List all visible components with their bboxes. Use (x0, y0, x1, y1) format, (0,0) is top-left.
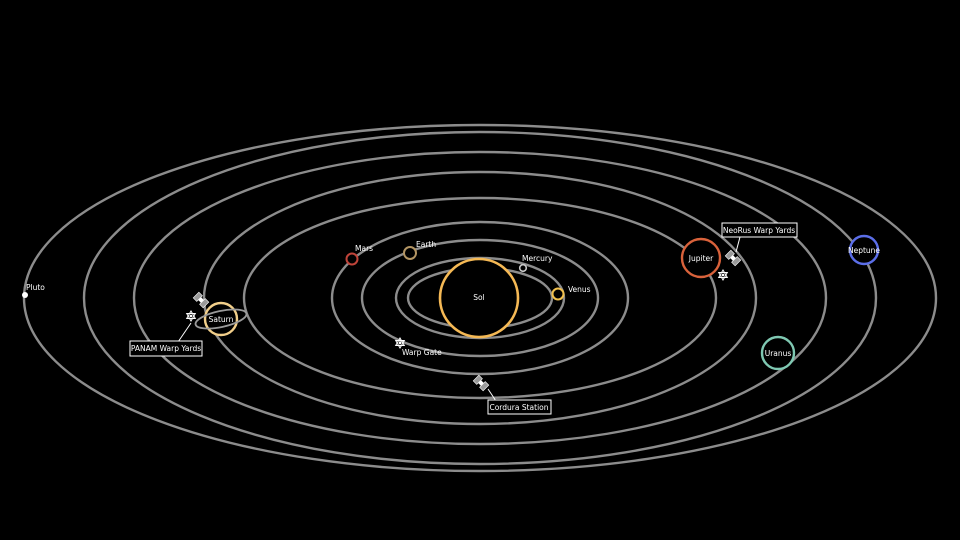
neorus-callout-box (721, 222, 798, 238)
sol-label: Sol (473, 293, 484, 302)
panam-warp-yards[interactable]: PANAM Warp Yards (129, 291, 210, 357)
orbit-mars (330, 220, 630, 376)
neptune-label: Neptune (848, 246, 880, 255)
cordura-callout-box (487, 399, 552, 415)
jupiter-disc (680, 237, 722, 279)
warp-gate-icon (186, 310, 196, 322)
mars[interactable]: Mars (345, 244, 374, 266)
warp-gate-station[interactable]: Warp Gate (395, 337, 442, 357)
panam-leader-line (177, 322, 192, 343)
cordura-label: Cordura Station (489, 403, 548, 412)
saturn-disc (203, 301, 239, 337)
venus-label: Venus (568, 285, 591, 294)
venus[interactable]: Venus (551, 285, 591, 301)
neptune[interactable]: Neptune (848, 234, 880, 266)
uranus-disc (760, 335, 796, 371)
mercury-disc (518, 263, 528, 273)
saturn[interactable]: Saturn (194, 301, 248, 337)
jupiter[interactable]: Jupiter (680, 237, 722, 279)
cordura-leader-line (487, 388, 497, 402)
venus-disc (551, 287, 565, 301)
orbit-asteroid-belt (242, 196, 718, 400)
orbits (22, 123, 938, 473)
orbit-saturn (132, 150, 828, 446)
mercury[interactable]: Mercury (518, 254, 553, 273)
panam-label: PANAM Warp Yards (131, 344, 201, 353)
warp-gate-icon (718, 269, 728, 281)
uranus[interactable]: Uranus (760, 335, 796, 371)
earth[interactable]: Earth (403, 240, 436, 260)
orbit-neptune (22, 123, 938, 473)
mars-label: Mars (355, 244, 373, 253)
sol[interactable]: Sol (438, 257, 520, 339)
sol-disc (438, 257, 520, 339)
mars-disc (345, 252, 359, 266)
satellite-icon (192, 291, 210, 309)
orbit-earth (360, 238, 600, 358)
neorus-warp-yards[interactable]: NeoRus Warp Yards (718, 222, 798, 281)
pluto-label: Pluto (26, 283, 45, 292)
orbit-uranus (82, 130, 878, 466)
orbit-jupiter (202, 170, 758, 426)
pluto-disc (22, 292, 28, 298)
panam-callout-box (129, 340, 203, 357)
neptune-disc (848, 234, 880, 266)
earth-disc (403, 246, 417, 260)
satellite-icon (472, 374, 490, 392)
jupiter-label: Jupiter (688, 254, 714, 263)
cordura-station[interactable]: Cordura Station (472, 374, 552, 415)
warp-gate-label: Warp Gate (402, 348, 442, 357)
neorus-label: NeoRus Warp Yards (723, 226, 795, 235)
neorus-leader-line (735, 236, 741, 253)
saturn-ring (194, 308, 248, 330)
saturn-label: Saturn (209, 315, 234, 324)
uranus-label: Uranus (765, 349, 792, 358)
pluto[interactable]: Pluto (22, 283, 45, 298)
earth-label: Earth (416, 240, 436, 249)
mercury-label: Mercury (522, 254, 553, 263)
